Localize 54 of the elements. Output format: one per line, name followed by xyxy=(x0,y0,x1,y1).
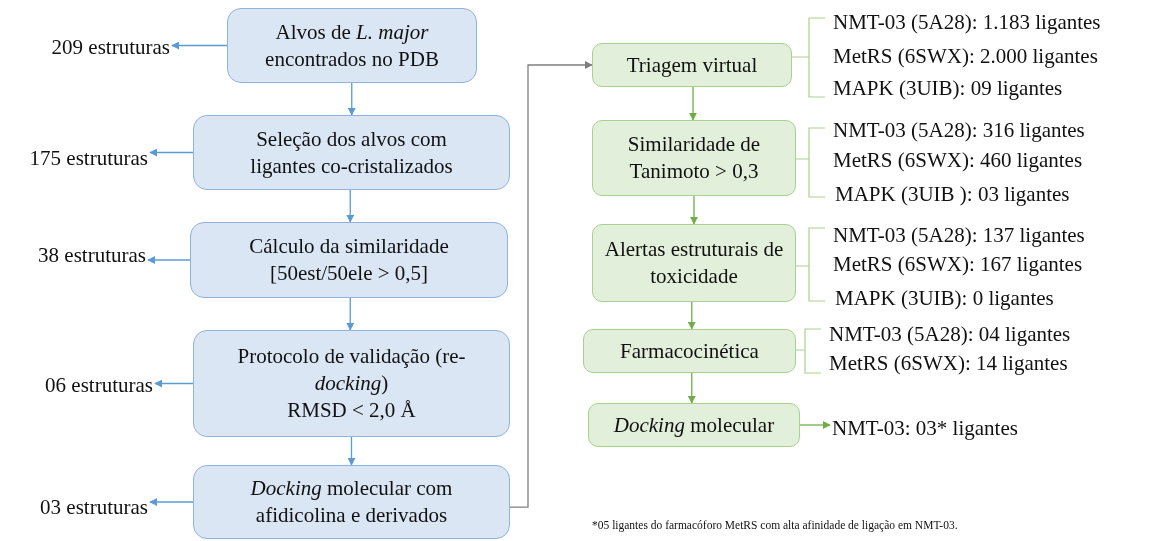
step-text: Docking molecular com afidicolina e derivados xyxy=(249,475,454,529)
result-count: 38 estruturas xyxy=(38,242,146,268)
arrow xyxy=(347,82,356,116)
arrow xyxy=(346,297,355,331)
arrow xyxy=(147,256,191,264)
arrow xyxy=(347,436,356,466)
result-count: 03 estruturas xyxy=(40,494,148,520)
process-box xyxy=(592,224,796,302)
step-text: Similaridade de Tanimoto > 0,3 xyxy=(626,131,762,185)
process-box xyxy=(592,120,796,196)
process-box xyxy=(588,403,800,447)
result-count: 209 estruturas xyxy=(51,34,170,60)
ligand-count: MetRS (6SWX): 2.000 ligantes xyxy=(833,43,1098,69)
step-text: Seleção dos alvos com ligantes co-cristalizados xyxy=(249,125,454,180)
process-box xyxy=(227,8,477,83)
arrow xyxy=(687,301,696,330)
process-box xyxy=(193,115,510,190)
step-text: Protocolo de validação (re-docking) xyxy=(236,343,467,397)
ligand-count: NMT-03 (5A28): 316 ligantes xyxy=(833,117,1085,143)
step-text: Cálculo da similaridade [50est/50ele > 0,5] xyxy=(248,233,450,287)
ligand-count: MetRS (6SWX): 167 ligantes xyxy=(833,251,1083,277)
step-text: Docking molecular xyxy=(613,411,775,439)
arrow xyxy=(690,195,698,225)
step-text: RMSD < 2,0 Å xyxy=(287,397,416,424)
arrow xyxy=(149,148,194,157)
step-text: Triagem virtual xyxy=(626,51,758,79)
step-text: Farmacocinética xyxy=(620,337,759,365)
ligand-count: MAPK (3UIB): 0 ligantes xyxy=(835,285,1054,311)
arrow xyxy=(509,61,593,508)
arrow xyxy=(799,421,831,429)
result-count: NMT-03: 03* ligantes xyxy=(832,415,1018,441)
step-text: Alertas estruturais de toxicidade xyxy=(603,236,785,290)
process-box xyxy=(193,330,510,437)
ligand-count: NMT-03 (5A28): 1.183 ligantes xyxy=(833,9,1101,35)
footnote: *05 ligantes do farmacóforo MetRS com alta afinidade de ligação em NMT-03. xyxy=(592,518,958,532)
arrow xyxy=(346,189,355,223)
ligand-count: MAPK (3UIB): 09 ligantes xyxy=(833,75,1063,101)
arrow xyxy=(687,372,696,404)
result-count: 06 estruturas xyxy=(45,372,153,398)
ligand-count: NMT-03 (5A28): 137 ligantes xyxy=(833,222,1085,248)
arrow xyxy=(149,498,194,506)
ligand-count: MAPK (3UIB ): 03 ligantes xyxy=(835,181,1070,207)
arrow xyxy=(154,379,194,388)
process-box xyxy=(190,222,508,298)
process-box xyxy=(592,43,792,87)
arrow xyxy=(689,86,697,121)
result-count: 175 estruturas xyxy=(29,145,148,171)
arrow xyxy=(171,41,228,50)
ligand-count: MetRS (6SWX): 14 ligantes xyxy=(829,350,1068,376)
process-box xyxy=(193,465,510,539)
step-text: Alvos de L. major encontrados no PDB xyxy=(264,18,440,73)
process-box xyxy=(583,329,796,373)
ligand-count: NMT-03 (5A28): 04 ligantes xyxy=(829,321,1071,347)
ligand-count: MetRS (6SWX): 460 ligantes xyxy=(833,147,1083,173)
